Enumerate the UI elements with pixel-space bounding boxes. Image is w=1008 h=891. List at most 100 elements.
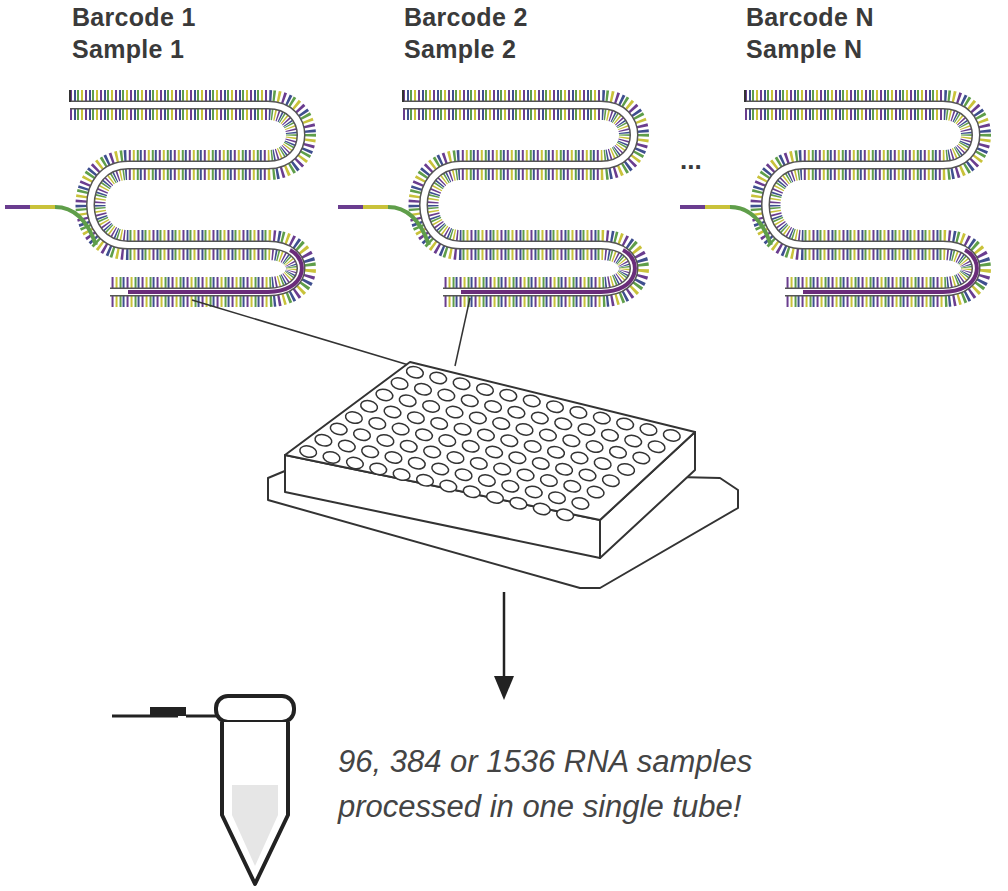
well <box>578 468 597 483</box>
well <box>601 473 620 488</box>
well <box>352 427 371 442</box>
well <box>438 433 457 448</box>
well <box>562 433 581 448</box>
well <box>384 450 403 465</box>
barcode-label: Barcode N <box>746 4 874 32</box>
well <box>431 462 450 477</box>
well <box>516 468 535 483</box>
sample-label: Sample N <box>746 36 862 64</box>
well <box>462 484 481 499</box>
well <box>329 422 348 437</box>
well <box>555 462 574 477</box>
well <box>406 410 425 425</box>
well <box>398 393 417 408</box>
well <box>547 490 566 505</box>
well <box>556 507 575 522</box>
well <box>369 462 388 477</box>
well <box>593 456 612 471</box>
sample-label: Sample 2 <box>404 36 516 64</box>
well <box>439 479 458 494</box>
well <box>361 444 380 459</box>
well <box>647 439 666 454</box>
well <box>608 445 627 460</box>
well <box>437 388 456 403</box>
well <box>632 451 651 466</box>
well <box>616 417 635 432</box>
caption-note: 96, 384 or 1536 RNA samples processed in… <box>338 740 898 830</box>
well <box>532 502 551 517</box>
well <box>577 422 596 437</box>
well <box>460 393 479 408</box>
sample-label: Sample 1 <box>72 36 184 64</box>
well <box>391 422 410 437</box>
well <box>485 490 504 505</box>
well <box>493 462 512 477</box>
well <box>405 365 424 380</box>
well <box>360 399 379 414</box>
well <box>484 399 503 414</box>
well <box>554 416 573 431</box>
well <box>445 405 464 420</box>
well <box>415 473 434 488</box>
well <box>523 439 542 454</box>
well <box>539 473 558 488</box>
well <box>376 433 395 448</box>
well <box>585 439 604 454</box>
well <box>508 450 527 465</box>
well <box>530 411 549 426</box>
ellipsis: ... <box>680 146 702 175</box>
well <box>509 496 528 511</box>
well <box>422 399 441 414</box>
well <box>477 473 496 488</box>
well <box>501 479 520 494</box>
well <box>569 405 588 420</box>
well <box>639 422 658 437</box>
well <box>407 456 426 471</box>
well <box>430 416 449 431</box>
well <box>446 450 465 465</box>
well <box>299 444 318 459</box>
well <box>454 467 473 482</box>
well <box>469 456 488 471</box>
well <box>423 445 442 460</box>
well <box>570 451 589 466</box>
well <box>500 433 519 448</box>
well <box>476 428 495 443</box>
well <box>345 456 364 471</box>
well <box>453 422 472 437</box>
well <box>524 485 543 500</box>
well <box>344 410 363 425</box>
well <box>314 433 333 448</box>
well <box>624 434 643 449</box>
well <box>392 467 411 482</box>
well <box>485 445 504 460</box>
well <box>429 371 448 386</box>
barcode-label: Barcode 1 <box>72 4 196 32</box>
well <box>499 388 518 403</box>
well <box>390 376 409 391</box>
well <box>515 422 534 437</box>
well <box>414 427 433 442</box>
well <box>337 439 356 454</box>
well <box>452 376 471 391</box>
well <box>522 394 541 409</box>
well <box>592 411 611 426</box>
well <box>600 428 619 443</box>
well <box>538 428 557 443</box>
well <box>375 388 394 403</box>
well <box>662 428 681 443</box>
well <box>475 382 494 397</box>
well <box>586 485 605 500</box>
well <box>492 416 511 431</box>
well <box>546 445 565 460</box>
well <box>399 439 418 454</box>
well <box>368 416 387 431</box>
well <box>571 496 590 511</box>
well <box>617 462 636 477</box>
well <box>322 450 341 465</box>
well <box>531 456 550 471</box>
well <box>563 479 582 494</box>
well <box>468 411 487 426</box>
well <box>461 439 480 454</box>
